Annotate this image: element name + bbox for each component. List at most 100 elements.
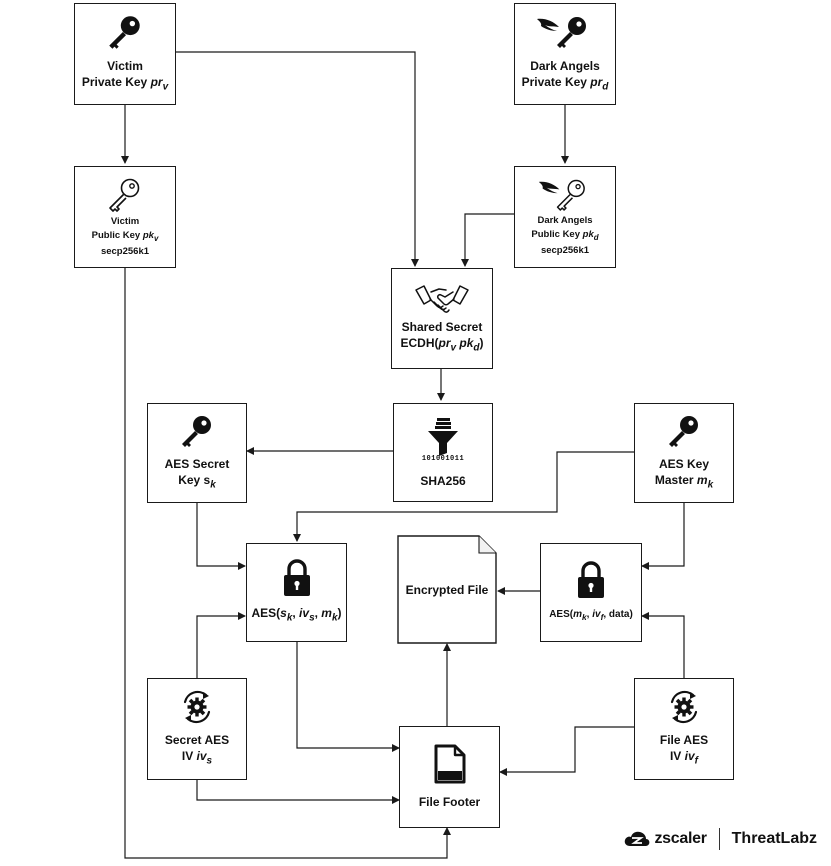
arrow-file-iv-to-aes-right [641,612,685,678]
aes-encrypt-key-node[interactable]: AES(sk, ivs, mk) [246,543,347,642]
arrow-victim-private-to-shared [176,51,419,267]
shared-secret-sub-b: d [473,342,480,354]
shared-secret-sub-a: v [450,342,457,354]
hash-funnel-icon [428,417,458,456]
file-iv-var: iv [684,749,695,764]
document-shape [397,535,497,644]
winged-key-icon [537,17,586,49]
key-icon [109,16,140,50]
shared-secret-node[interactable]: Shared Secret ECDH(prv pkd) [391,268,493,369]
angels-public-var: pk [582,228,594,240]
angels-private-line1: Dark Angels [530,59,600,74]
secret-aes-iv-node[interactable]: Secret AES IV ivs [147,678,247,780]
aes-right-sep1: , [586,608,593,620]
shared-secret-prefix: ECDH( [400,335,439,350]
aes-key-master-line2: Master [654,473,697,488]
arrow-file-iv-to-footer [499,726,634,776]
lock-icon [283,559,310,596]
aes-left-var-c: m [321,605,332,620]
arrow-master-to-aes-left [293,451,634,542]
shared-secret-var-b: pk [456,335,474,350]
victim-private-var: pr [150,75,163,90]
victim-private-key-node[interactable]: Victim Private Key prv [74,3,176,105]
threatlabz-wordmark: ThreatLabz [731,830,817,847]
handshake-icon [415,285,469,313]
dark-angels-public-key-node[interactable]: Dark Angels Public Key pkd secp256k1 [514,166,616,268]
arrow-victim-public-to-footer [124,268,451,859]
file-iv-line2: IV [669,749,685,764]
aes-left-var-b: iv [299,605,310,620]
aes-key-master-var: m [696,473,708,488]
arrow-secret-iv-to-aes-left [196,612,246,678]
file-footer-label: File Footer [418,795,481,809]
aes-right-sub-b: f [600,611,604,622]
aes-key-master-line1: AES Key [658,457,709,472]
angels-public-line1: Dark Angels [537,214,593,226]
sha256-label: SHA256 [420,473,466,488]
victim-private-sub: v [162,81,169,93]
secret-iv-sub: s [206,755,213,767]
branding: zscaler ThreatLabz [624,828,817,850]
angels-public-sub: d [593,232,599,242]
aes-left-suffix: ) [337,605,342,620]
zscaler-logo: zscaler [624,830,707,848]
aes-left-var-a: s [280,605,287,620]
key-icon [669,416,698,448]
angels-public-line2: Public Key [531,228,583,240]
aes-encrypt-data-node[interactable]: AES(mk, ivf, data) [540,543,642,642]
sha256-node[interactable]: 101001011 SHA256 [393,403,493,502]
angels-private-sub: d [602,81,609,93]
arrow-angels-public-to-shared [461,213,514,267]
sha256-bits: 101001011 [421,454,465,463]
aes-left-sep1: , [292,605,300,620]
angels-private-line2: Private Key [521,75,591,90]
aes-key-master-node[interactable]: AES Key Master mk [634,403,734,503]
aes-right-var-b: iv [592,608,601,620]
victim-public-line1: Victim [110,215,140,227]
aes-left-sep2: , [314,605,322,620]
aes-right-rest: , data) [603,608,633,620]
aes-secret-key-line2: Key s [178,473,211,488]
angels-private-var: pr [590,75,603,90]
gear-cycle-icon [670,691,698,724]
secret-iv-line1: Secret AES [164,733,230,748]
dark-angels-private-key-node[interactable]: Dark Angels Private Key prd [514,3,616,105]
aes-secret-key-node[interactable]: AES Secret Key sk [147,403,247,503]
secret-iv-var: iv [196,749,207,764]
zscaler-cloud-icon [625,831,650,846]
file-iv-line1: File AES [659,733,709,748]
victim-public-curve: secp256k1 [100,246,150,258]
aes-right-var-a: m [573,608,583,620]
arrow-aes-left-to-footer [296,642,400,752]
file-iv-sub: f [694,755,698,767]
encrypted-file-label: Encrypted File [405,583,489,597]
shared-secret-var-a: pr [438,335,451,350]
angels-public-curve: secp256k1 [540,245,590,257]
victim-public-var: pk [142,229,154,241]
victim-public-key-node[interactable]: Victim Public Key pkv secp256k1 [74,166,176,268]
winged-key-outline-icon [538,179,585,211]
aes-left-sub-a: k [286,612,293,624]
key-icon [182,416,211,448]
aes-left-sub-b: s [309,612,315,624]
lock-icon [578,560,604,598]
file-aes-iv-node[interactable]: File AES IV ivf [634,678,734,780]
gear-cycle-icon [183,691,211,724]
aes-left-prefix: AES( [251,605,281,620]
shared-secret-suffix: ) [479,335,484,350]
key-outline-icon [109,178,140,212]
aes-left-sub-c: k [331,612,338,624]
file-footer-node[interactable]: File Footer [399,726,500,828]
victim-private-line2: Private Key [81,75,151,90]
brand-divider [718,828,720,850]
aes-key-master-sub: k [707,479,714,491]
victim-public-sub: v [153,233,159,243]
encrypted-file-node[interactable]: Encrypted File [397,535,497,644]
arrow-master-to-aes-right [641,503,685,570]
victim-public-line2: Public Key [91,229,143,241]
aes-right-sub-a: k [582,611,587,622]
file-icon [434,744,465,784]
victim-private-line1: Victim [107,59,143,74]
arrow-secret-iv-to-footer [196,780,400,804]
